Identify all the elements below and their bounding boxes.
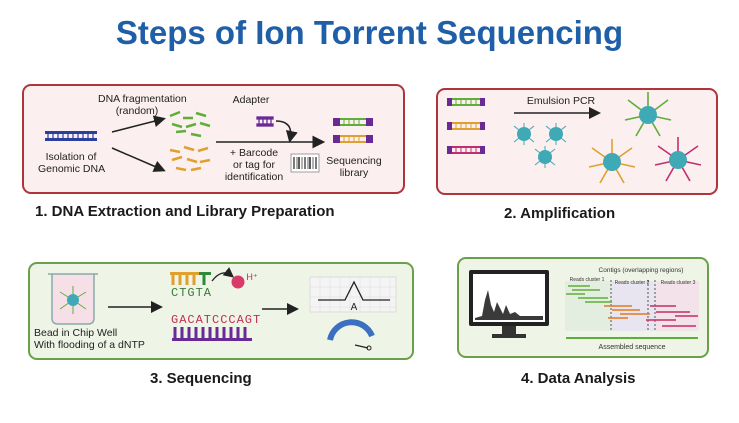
- step2-caption: 2. Amplification: [504, 205, 616, 222]
- genomic-dna-icon: [45, 131, 97, 141]
- barcode-label-2: or tag for: [232, 159, 276, 171]
- adapter-label: Adapter: [232, 94, 270, 106]
- bead-label: Bead in Chip Well: [34, 327, 118, 339]
- bead-label-2: With flooding of a dNTP: [34, 339, 145, 351]
- emulsion-pcr-label: Emulsion PCR: [526, 95, 596, 107]
- contigs-label: Contigs (overlapping regions): [598, 267, 684, 274]
- nucleotide-strand-icon: [170, 272, 211, 285]
- fragmentation-label: DNA fragmentation: [98, 93, 187, 105]
- signal-plot-icon: [309, 276, 397, 313]
- cluster1-label: Reads cluster 1: [569, 277, 605, 283]
- top-sequence: CTGTA: [171, 286, 213, 300]
- barcode-icon: [290, 153, 320, 173]
- arrow-icon: [111, 115, 166, 133]
- peak-label: A: [350, 302, 358, 313]
- library-label: Sequencing: [326, 155, 382, 167]
- amplified-bead-icon: [588, 92, 702, 184]
- library-label-2: library: [339, 167, 369, 179]
- assembled-label: Assembled sequence: [598, 344, 666, 351]
- dna-fragment-icon: [169, 145, 211, 172]
- sensor-icon: [327, 319, 375, 351]
- barcode-label-3: identification: [224, 171, 284, 183]
- isolation-label: Isolation of: [45, 151, 97, 163]
- step4-caption: 4. Data Analysis: [521, 370, 636, 387]
- arrow-icon: [111, 147, 166, 172]
- hplus-label: H⁺: [246, 272, 258, 282]
- contig-assembly-icon: [565, 280, 699, 339]
- dna-template-icon: [447, 98, 485, 154]
- adapter-icon: [256, 116, 274, 127]
- dna-fragment-icon: [169, 110, 211, 138]
- bottom-sequence: GACATCCCAGT: [171, 313, 262, 327]
- template-strand-icon: [172, 327, 252, 341]
- fragmentation-sublabel: (random): [115, 105, 159, 117]
- hydrogen-ion-icon: [231, 275, 245, 289]
- cluster3-label: Reads cluster 3: [660, 280, 696, 286]
- barcode-label: + Barcode: [229, 147, 279, 159]
- monitor-icon: [469, 270, 549, 338]
- step1-caption: 1. DNA Extraction and Library Preparatio…: [35, 203, 335, 220]
- step3-caption: 3. Sequencing: [150, 370, 252, 387]
- page-title: Steps of Ion Torrent Sequencing: [115, 14, 624, 51]
- cluster2-label: Reads cluster 2: [614, 280, 650, 286]
- sequencing-library-icon: [333, 118, 373, 143]
- isolation-label-2: Genomic DNA: [38, 163, 106, 175]
